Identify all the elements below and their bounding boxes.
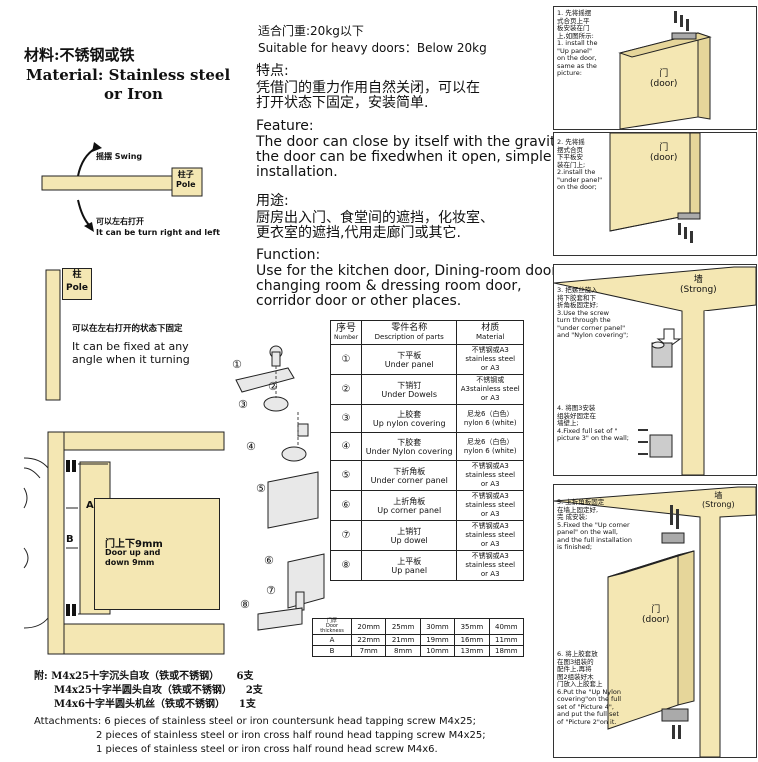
step-3-4-illustration xyxy=(554,266,756,475)
step-5-text: 5. 上折角板固定在墙上固定好,完 成安装;5.Fixed the "Up co… xyxy=(557,498,633,551)
step-6-text: 6. 将上胶套放在图3组装的配件上,再将图2组装好木门放入上胶套上 6.Put … xyxy=(557,650,622,726)
attachments-en: Attachments: 6 pieces of stainless steel… xyxy=(34,716,486,755)
dim-label-b: B xyxy=(66,534,74,545)
material-title-cn: 材料:不锈钢或铁 xyxy=(24,46,135,64)
step-5-door-label: 门(door) xyxy=(642,605,670,625)
step-1-illustration xyxy=(618,11,712,129)
step-4-text: 4. 将图3安装组装好固定在墙壁上;4.Fixed full set of "p… xyxy=(557,404,629,442)
step-2-illustration xyxy=(609,133,701,243)
dim-label-a: A xyxy=(86,500,94,511)
step-3-4-panel: 墙(Strong) 3. 把螺丝旋入将下胶套和下折角板固定好;3.Use the… xyxy=(553,264,757,476)
fixed-label-cn: 可以在左右打开的状态下固定 xyxy=(72,324,183,334)
diagram-num-6: ⑥ xyxy=(264,554,274,567)
diagram-num-3: ③ xyxy=(238,398,248,411)
function-en: Function: Use for the kitchen door, Dini… xyxy=(256,247,562,309)
table-row: B 7mm 8mm 10mm 13mm 18mm xyxy=(312,645,525,657)
table-row: A 22mm 21mm 19mm 16mm 11mm xyxy=(312,634,525,646)
diagram-num-8: ⑧ xyxy=(240,598,250,611)
weight-cn: 适合门重:20kg以下 xyxy=(258,24,364,38)
diagram-num-2: ② xyxy=(268,380,278,393)
weight-en: Suitable for heavy doors：Below 20kg xyxy=(258,41,487,55)
swing-diagram xyxy=(41,142,203,232)
step-1-text: 1. 先将摇摆式合页上平板安装在门上,如图所示: 1. install the"… xyxy=(557,9,598,77)
swing-label: 摇摆 Swing xyxy=(96,152,143,161)
step-5-6-panel: 墙(Strong) 5. 上折角板固定在墙上固定好,完 成安装;5.Fixed … xyxy=(553,484,757,758)
step-2-panel: 2. 先将摇摆式合页下平板安装在门上; 2.install the"under … xyxy=(553,132,757,256)
exploded-parts-diagram xyxy=(235,345,325,631)
step-3-wall-label: 墙(Strong) xyxy=(680,275,717,295)
feature-en: Feature: The door can close by itself wi… xyxy=(256,118,569,180)
attachments-cn: 附: M4x25十字沉头自攻（铁或不锈钢） 6支 M4x25十字半圆头自攻（铁或… xyxy=(34,671,263,710)
step-1-panel: 1. 先将摇摆式合页上平板安装在门上,如图所示: 1. install the"… xyxy=(553,6,757,130)
door-travel-box: 门上下9mm Door up and down 9mm xyxy=(94,498,220,610)
material-title-en1: Material: Stainless steel xyxy=(26,66,231,84)
step-2-door-label: 门(door) xyxy=(650,143,678,163)
function-cn: 用途: 厨房出入门、食堂间的遮挡，化妆室、 更衣室的遮挡,代用走廊门或其它. xyxy=(256,193,494,241)
step-3-text: 3. 把螺丝旋入将下胶套和下折角板固定好;3.Use the screw tur… xyxy=(557,286,629,339)
diagram-num-4: ④ xyxy=(246,440,256,453)
step-1-door-label: 门(door) xyxy=(650,69,678,89)
diagram-num-5: ⑤ xyxy=(256,482,266,495)
diagram-num-7: ⑦ xyxy=(266,584,276,597)
step-5-wall-label: 墙(Strong) xyxy=(702,491,735,509)
fixed-angle-diagram xyxy=(45,269,61,401)
diagram-num-1: ① xyxy=(232,358,242,371)
step-2-text: 2. 先将摇摆式合页下平板安装在门上; 2.install the"under … xyxy=(557,138,603,191)
feature-cn: 特点: 凭借门的重力作用自然关闭，可以在 打开状态下固定，安装简单. xyxy=(256,63,480,111)
material-title-en2: or Iron xyxy=(104,85,163,103)
step-5-6-illustration xyxy=(554,486,756,757)
